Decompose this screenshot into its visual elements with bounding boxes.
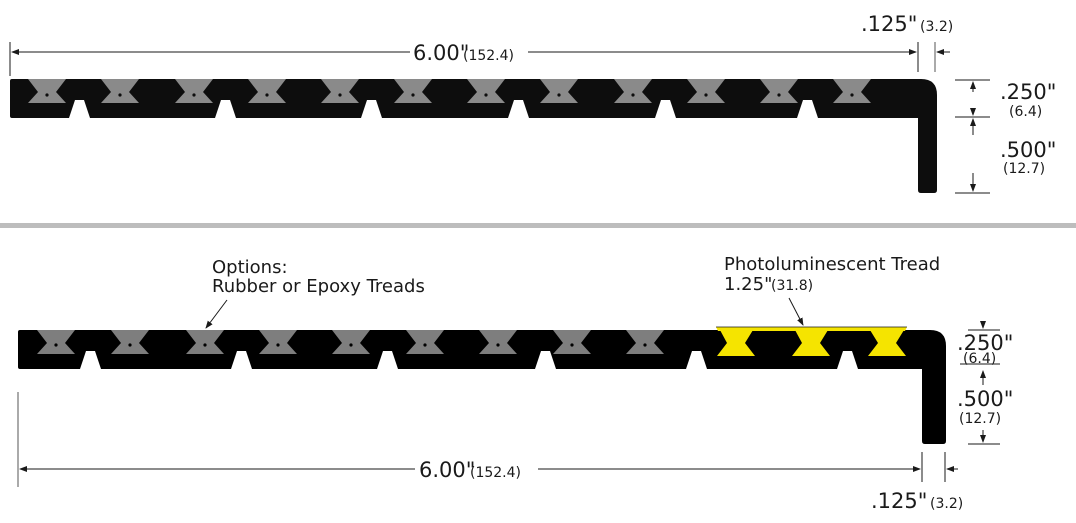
tread xyxy=(406,330,444,354)
yellow-tread xyxy=(792,330,830,356)
tread xyxy=(111,330,149,354)
tread xyxy=(687,79,725,103)
bottom-width-metric: (152.4) xyxy=(470,465,521,481)
options-label-line1: Options: xyxy=(212,257,288,278)
bottom-nose-imperial: .125" xyxy=(871,489,927,513)
top-width-dimension xyxy=(9,42,950,76)
bottom-profile: Options: Rubber or Epoxy Treads Photolum… xyxy=(17,254,1013,513)
top-profile-body xyxy=(10,79,937,193)
top-leg-metric: (12.7) xyxy=(1003,161,1045,177)
bottom-leg-imperial: .500" xyxy=(957,387,1013,411)
top-nose-imperial: .125" xyxy=(861,12,917,36)
tread xyxy=(101,79,139,103)
bottom-width-dimension xyxy=(17,392,958,487)
tread xyxy=(332,330,370,354)
bottom-profile-body xyxy=(18,330,946,444)
tread xyxy=(626,330,664,354)
tread xyxy=(760,79,798,103)
top-vertical-dimensions xyxy=(955,79,990,194)
tread xyxy=(394,79,432,103)
tread xyxy=(37,330,75,354)
top-profile: 6.00" (152.4) .125" (3.2) .250" (6.4) .5… xyxy=(9,12,1056,194)
bottom-vertical-dimensions xyxy=(960,321,1000,445)
bottom-leg-metric: (12.7) xyxy=(959,411,1001,427)
tread xyxy=(553,330,591,354)
section-divider xyxy=(0,223,1076,228)
top-nose-metric: (3.2) xyxy=(920,19,953,35)
tread xyxy=(321,79,359,103)
photo-label-imperial: 1.25" xyxy=(724,274,772,295)
tread xyxy=(175,79,213,103)
yellow-tread xyxy=(868,330,906,356)
photoluminescent-tread xyxy=(716,327,907,356)
photo-label-line1: Photoluminescent Tread xyxy=(724,254,940,275)
tread xyxy=(186,330,224,354)
top-thickness-imperial: .250" xyxy=(1000,80,1056,104)
top-width-metric: (152.4) xyxy=(463,48,514,64)
tread xyxy=(28,79,66,103)
top-tread-dots xyxy=(45,93,854,97)
photo-leader-arrow xyxy=(788,297,804,326)
photo-label-metric: (31.8) xyxy=(771,278,813,294)
bottom-nose-metric: (3.2) xyxy=(930,496,963,512)
yellow-tread xyxy=(717,330,755,356)
top-treads xyxy=(28,79,871,103)
bottom-tread-dots xyxy=(54,343,647,347)
top-thickness-metric: (6.4) xyxy=(1009,104,1042,120)
bottom-width-imperial: 6.00" xyxy=(419,458,475,482)
tread xyxy=(614,79,652,103)
bottom-thickness-metric: (6.4) xyxy=(963,351,996,367)
options-leader-arrow xyxy=(205,299,228,329)
tread xyxy=(479,330,517,354)
tread xyxy=(259,330,297,354)
top-width-imperial: 6.00" xyxy=(413,41,469,65)
bottom-gray-treads xyxy=(37,330,664,354)
tread xyxy=(467,79,505,103)
bottom-thickness-imperial: .250" xyxy=(957,331,1013,355)
top-leg-imperial: .500" xyxy=(1000,138,1056,162)
tread xyxy=(248,79,286,103)
options-label-line2: Rubber or Epoxy Treads xyxy=(212,276,425,297)
tread xyxy=(833,79,871,103)
tread xyxy=(540,79,578,103)
